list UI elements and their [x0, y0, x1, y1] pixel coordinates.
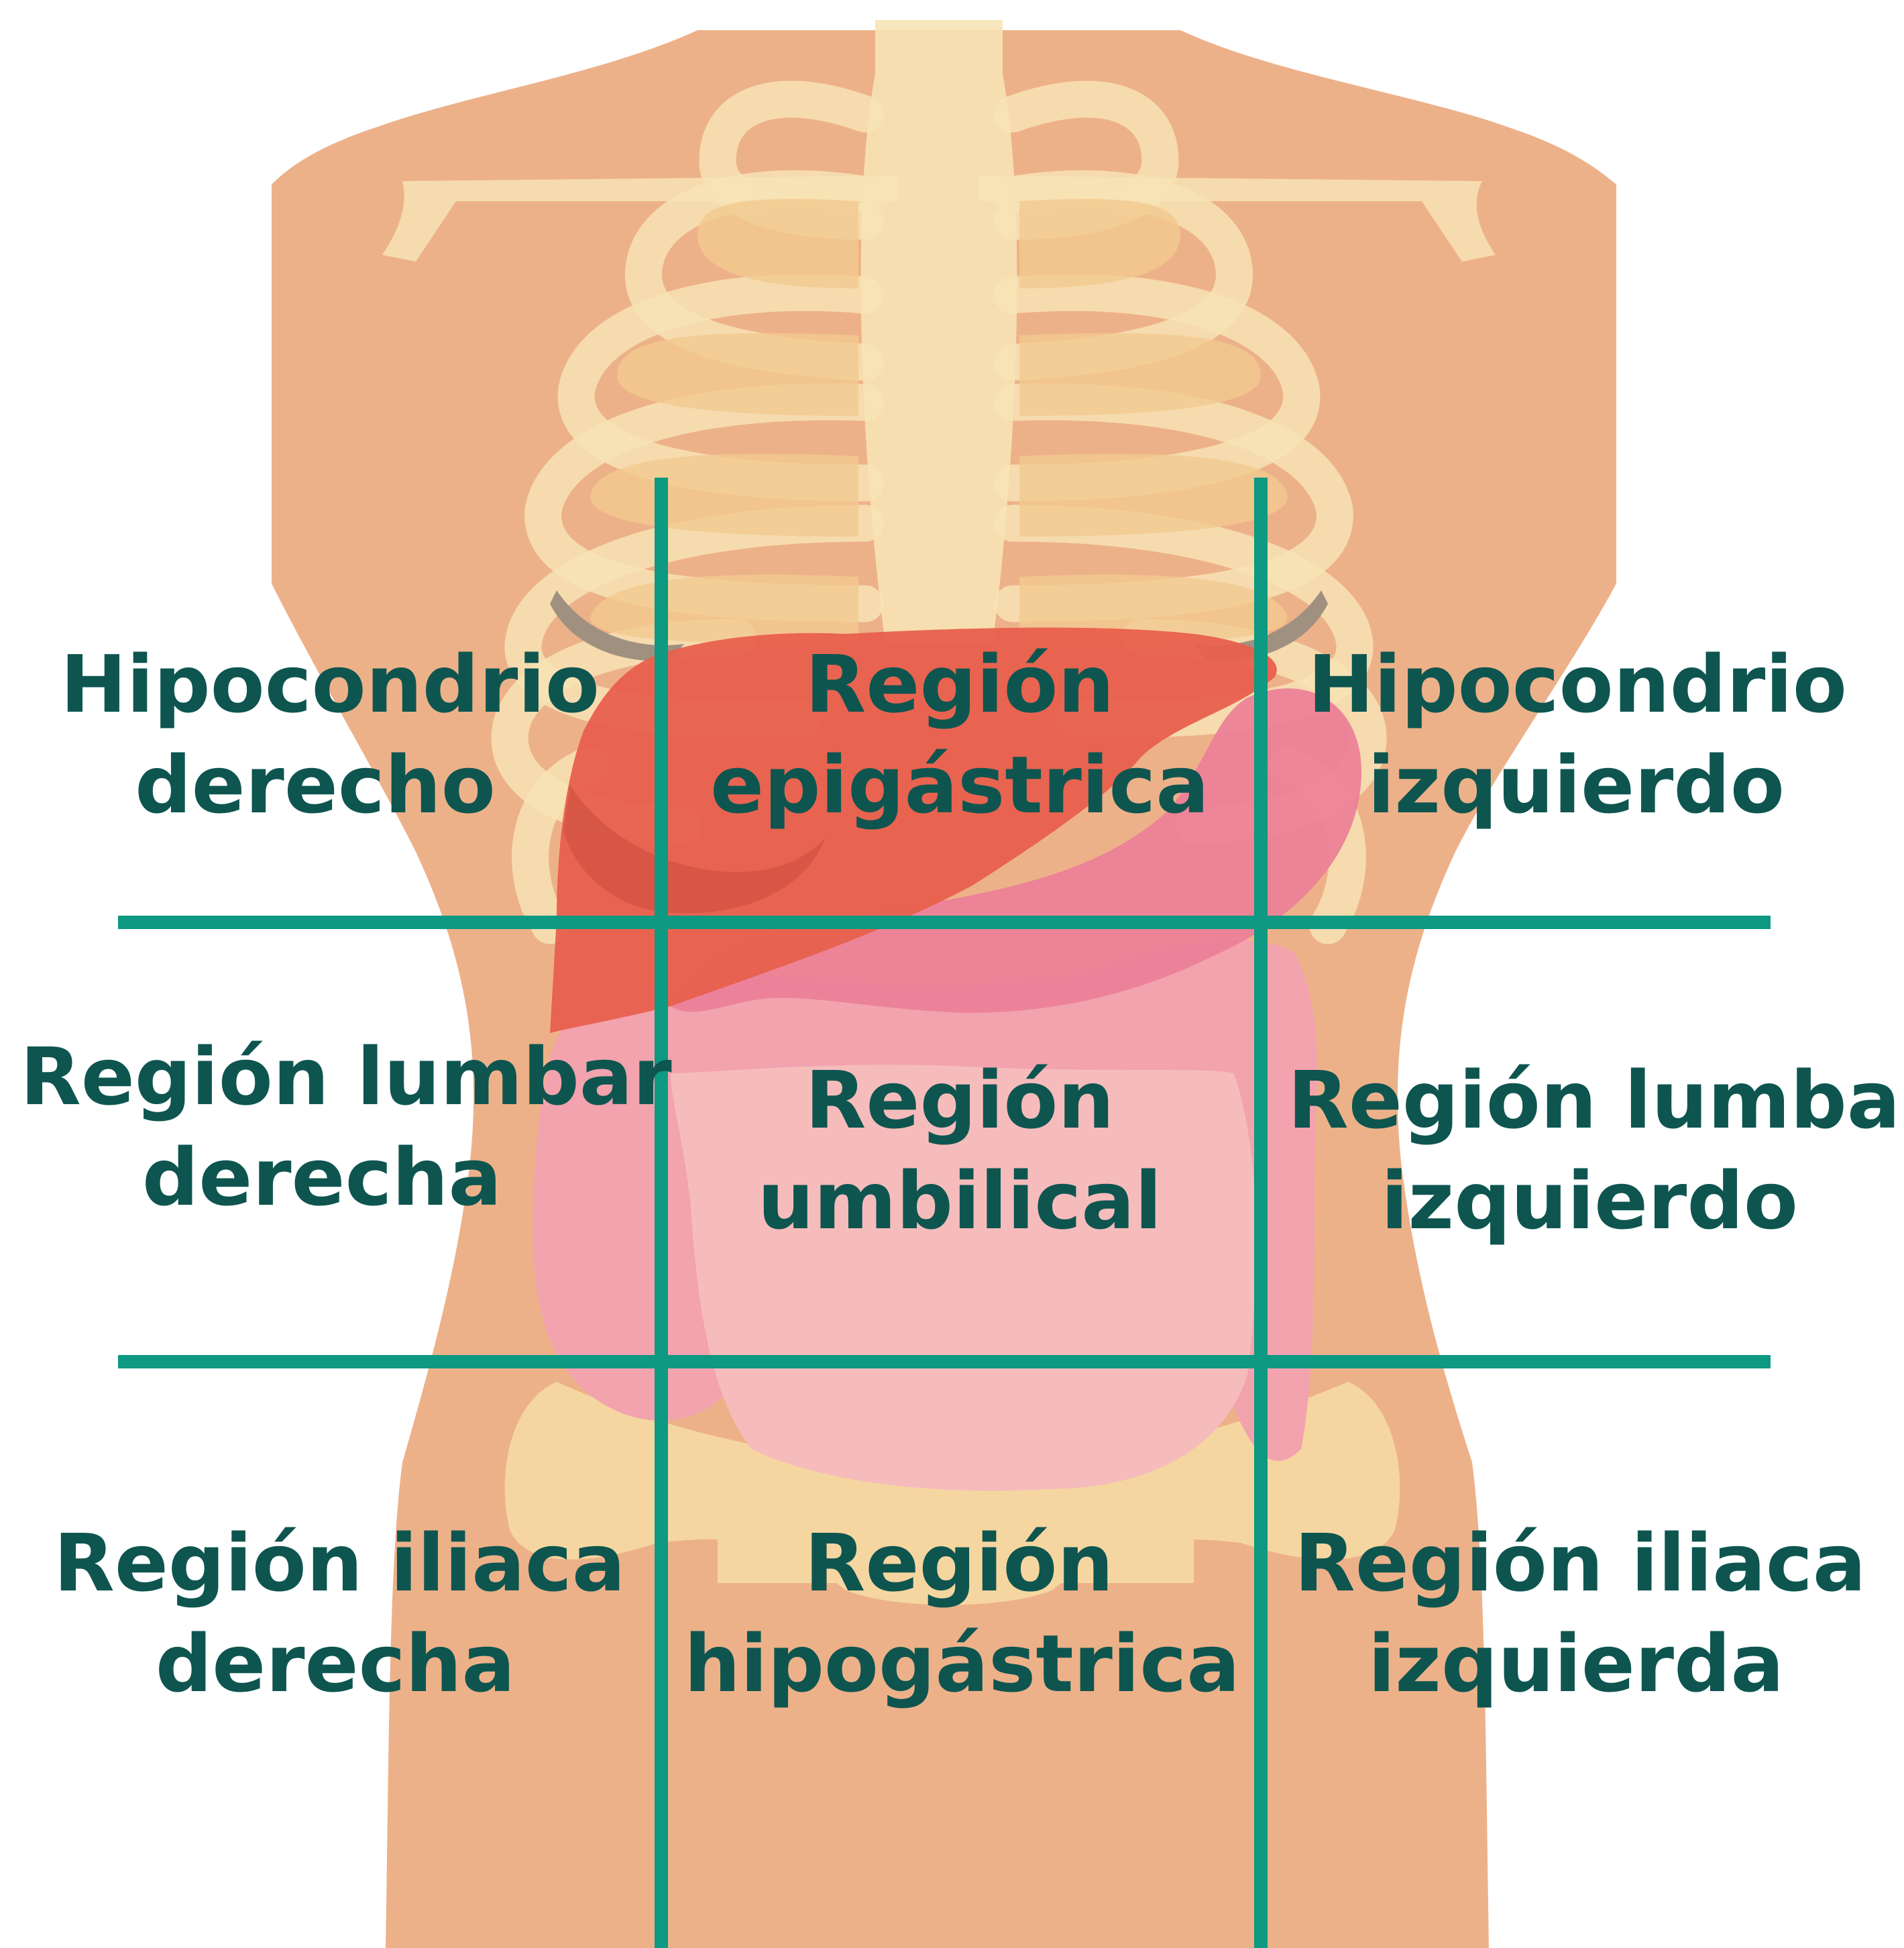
label-line-1: Hipocondrio [1308, 634, 1844, 735]
label-region-lumbar-izquierdo: Región lumbar izquierdo [1288, 1050, 1891, 1251]
label-line-1: Región [684, 1513, 1234, 1613]
label-region-hipogastrica: Región hipogástrica [684, 1513, 1234, 1714]
label-line-1: Región [695, 1050, 1225, 1150]
label-hipocondrio-derecho: Hipocondrio derecho [60, 634, 570, 835]
label-line-2: derecha [20, 1127, 624, 1228]
label-line-1: Hipocondrio [60, 634, 570, 735]
label-region-epigastrica: Región epigástrica [695, 634, 1225, 835]
label-hipocondrio-izquierdo: Hipocondrio izquierdo [1308, 634, 1844, 835]
label-region-iliaca-izquierda: Región iliaca izquierda [1294, 1513, 1858, 1714]
label-line-2: derecha [54, 1613, 617, 1714]
label-line-2: derecho [60, 735, 570, 835]
label-line-1: Región lumbar [20, 1026, 624, 1127]
label-line-2: epigástrica [695, 735, 1225, 835]
label-line-2: izquierda [1294, 1613, 1858, 1714]
label-line-2: izquierdo [1288, 1150, 1891, 1251]
label-line-1: Región [695, 634, 1225, 735]
label-region-lumbar-derecha: Región lumbar derecha [20, 1026, 624, 1228]
label-line-2: izquierdo [1308, 735, 1844, 835]
label-region-iliaca-derecha: Región iliaca derecha [54, 1513, 617, 1714]
label-line-1: Región iliaca [54, 1513, 617, 1613]
label-line-2: umbilical [695, 1150, 1225, 1251]
label-line-2: hipogástrica [684, 1613, 1234, 1714]
label-region-umbilical: Región umbilical [695, 1050, 1225, 1251]
label-line-1: Región lumbar [1288, 1050, 1891, 1150]
label-line-1: Región iliaca [1294, 1513, 1858, 1613]
sternum [861, 20, 1017, 644]
